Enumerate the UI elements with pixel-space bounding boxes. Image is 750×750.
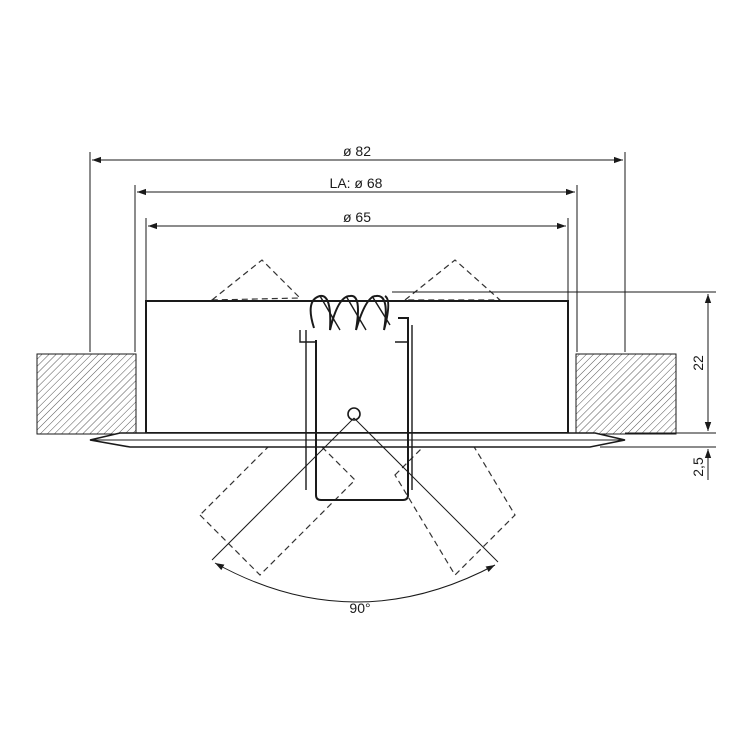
tilt-upper-left <box>210 259 302 301</box>
ceiling-section <box>36 353 677 435</box>
pivot-point <box>347 407 361 421</box>
height-label: 22 <box>690 355 706 371</box>
outer-diameter-label: ø 82 <box>343 143 371 159</box>
tilt-line-left <box>211 417 355 561</box>
clip-frame <box>315 317 409 501</box>
horizontal-dimensions: ø 82 LA: ø 68 ø 65 <box>89 143 626 352</box>
spring-coil <box>309 294 390 331</box>
tilt-angle-dimension: 90° <box>211 417 499 616</box>
clip-frame-inner <box>305 325 413 490</box>
tilt-upper-right <box>403 259 502 301</box>
vertical-dimensions: 22 2,5 <box>392 291 716 480</box>
flange-height-label: 2,5 <box>690 457 706 477</box>
tilt-right-outline <box>394 414 516 576</box>
ceiling-right <box>575 353 677 435</box>
spring-coil-back <box>319 295 391 331</box>
ceiling-left <box>36 353 137 435</box>
tilt-line-right <box>353 417 499 563</box>
tilt-angle-label: 90° <box>349 600 370 616</box>
clip-top-bracket <box>299 330 408 343</box>
spring-clip <box>299 294 413 501</box>
cutout-diameter-label: LA: ø 68 <box>330 175 383 191</box>
tilt-arc <box>214 562 496 603</box>
body-diameter-label: ø 65 <box>343 209 371 225</box>
